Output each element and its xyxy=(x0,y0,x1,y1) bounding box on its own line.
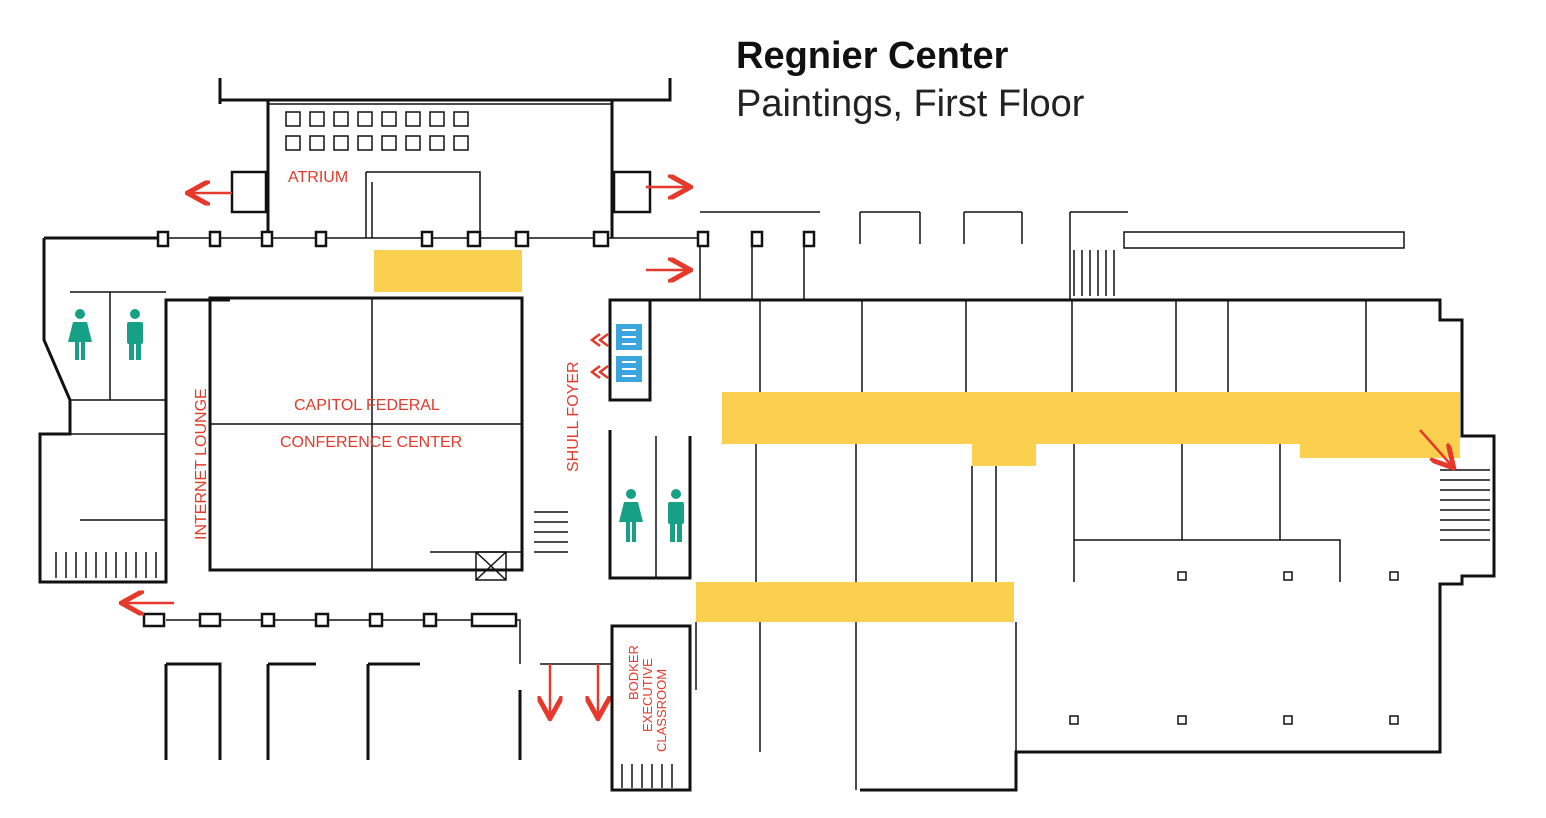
corridor-east-main xyxy=(722,392,1460,444)
interior-columns xyxy=(1069,571,1399,725)
label-bodker-line3: CLASSROOM xyxy=(654,669,669,752)
label-atrium: ATRIUM xyxy=(288,169,348,186)
label-conference-line2: CONFERENCE CENTER xyxy=(280,434,462,451)
core xyxy=(608,298,692,792)
label-internet-lounge: INTERNET LOUNGE xyxy=(193,388,210,540)
map-subtitle: Paintings, First Floor xyxy=(736,83,1085,125)
label-conference-line1: CAPITOL FEDERAL xyxy=(294,397,440,414)
east-stairs xyxy=(1440,469,1490,541)
atrium-block xyxy=(218,78,672,238)
south-stairs xyxy=(621,764,673,788)
east-wing xyxy=(650,211,1496,792)
atrium-seating xyxy=(285,111,469,151)
label-shull-foyer: SHULL FOYER xyxy=(565,361,582,472)
west-stairs xyxy=(55,552,157,578)
women-restroom-icon xyxy=(619,489,643,542)
central-stairs xyxy=(534,511,568,553)
corridor-east-right xyxy=(1300,440,1460,458)
title-block: Regnier Center Paintings, First Floor xyxy=(736,32,1084,128)
men-restroom-icon xyxy=(127,309,143,360)
corridor-south xyxy=(696,582,1014,622)
north-columns xyxy=(156,230,700,248)
label-bodker-line1: BODKER xyxy=(626,645,641,700)
painting-corridors xyxy=(374,250,1460,622)
northeast-stairs xyxy=(1073,250,1115,296)
elevator-icon xyxy=(616,324,642,382)
exit-arrow-icon xyxy=(124,187,1452,716)
corridor-east-stub xyxy=(972,440,1036,466)
label-bodker-line2: EXECUTIVE xyxy=(640,658,655,732)
men-restroom-icon xyxy=(668,489,684,542)
south-walkway xyxy=(142,612,612,760)
map-title: Regnier Center xyxy=(736,35,1009,77)
women-restroom-icon xyxy=(68,309,92,360)
west-wing xyxy=(38,236,230,584)
corridor-atrium xyxy=(374,250,522,292)
conference-center xyxy=(208,296,568,581)
